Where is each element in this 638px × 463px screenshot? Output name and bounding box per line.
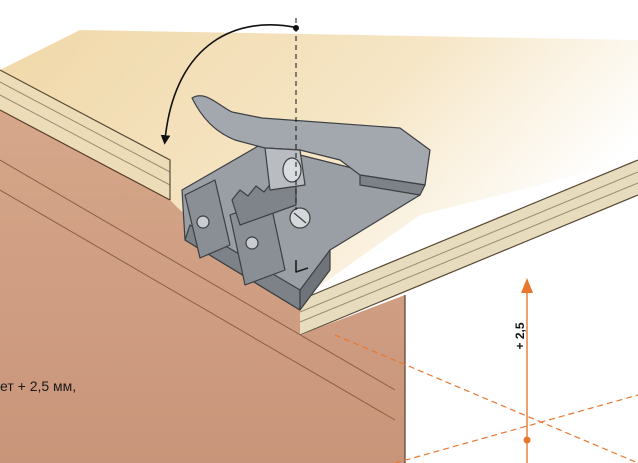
caption-text: ет + 2,5 мм, [0, 378, 77, 394]
rotation-arrow [160, 24, 299, 145]
mounting-clip [181, 95, 431, 311]
dimension-point [523, 436, 531, 444]
front-panel [0, 109, 406, 463]
axis-point [293, 25, 299, 31]
dimension-label: + 2,5 [513, 322, 527, 350]
worktop-front-edge [300, 160, 638, 335]
dimension-arrow-head [521, 278, 533, 293]
worktop-left-edge [0, 70, 170, 200]
height-dimension [334, 278, 638, 463]
